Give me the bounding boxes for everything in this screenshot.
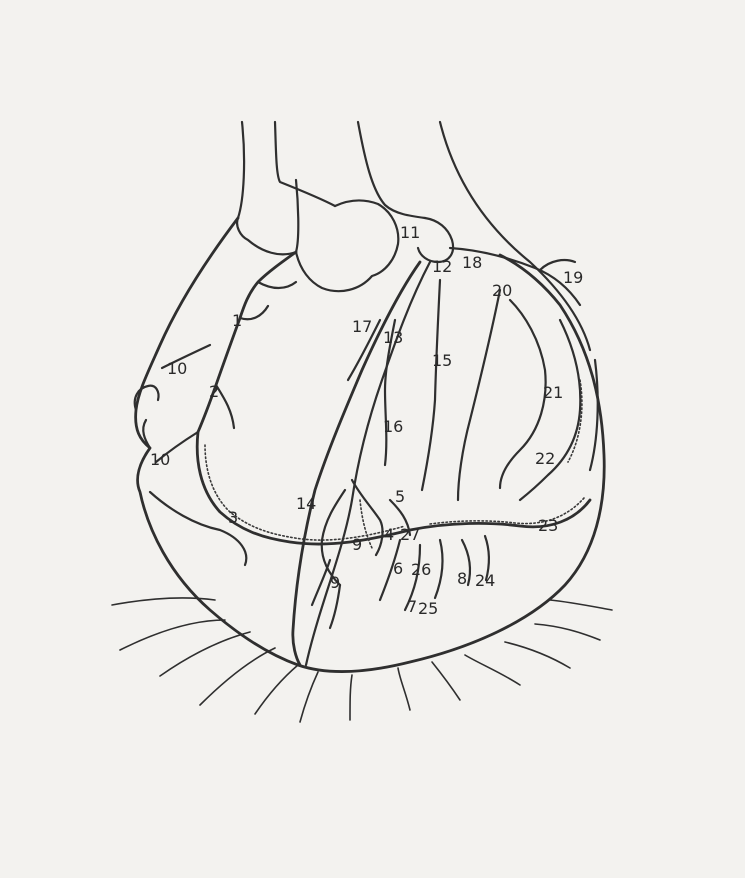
label-4: 4 [384,525,394,544]
label-22: 22 [535,449,555,468]
label-6: 6 [393,559,403,578]
label-12: 12 [432,257,452,276]
label-27: 27 [400,525,420,544]
label-18: 18 [462,253,482,272]
label-10-upper: 10 [167,359,187,378]
label-2: 2 [209,382,219,401]
label-15: 15 [432,351,452,370]
label-10-lower: 10 [150,450,170,469]
label-19: 19 [563,268,583,287]
label-9-lower: 9 [330,573,340,592]
right-coronary-artery [150,252,590,565]
label-14: 14 [296,494,316,513]
base-lines [112,598,612,722]
label-1: 1 [232,311,242,330]
label-3: 3 [228,508,238,527]
label-13: 13 [383,328,403,347]
label-5: 5 [395,487,405,506]
label-17: 17 [352,317,372,336]
label-9-upper: 9 [352,535,362,554]
label-16: 16 [383,417,403,436]
label-7: 7 [407,597,417,616]
label-23: 23 [538,516,558,535]
label-26: 26 [411,560,431,579]
label-21: 21 [543,383,563,402]
label-8: 8 [457,569,467,588]
label-25: 25 [418,599,438,618]
label-24: 24 [475,571,495,590]
label-11: 11 [400,223,420,242]
label-20: 20 [492,281,512,300]
